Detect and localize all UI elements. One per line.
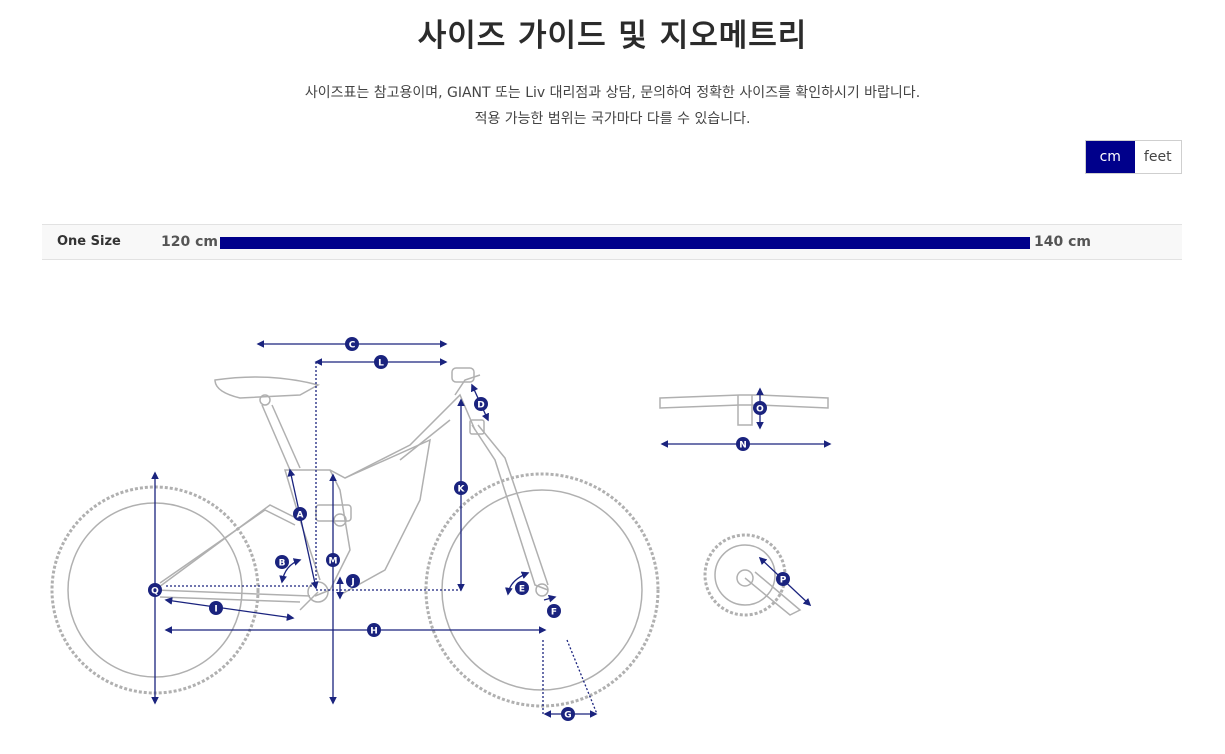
label-K: K	[454, 481, 468, 495]
svg-text:N: N	[739, 441, 747, 451]
size-min-height: 120 cm	[161, 234, 218, 250]
unit-feet-button[interactable]: feet	[1134, 141, 1181, 173]
label-O: O	[753, 401, 767, 415]
bike-illustration	[50, 367, 660, 708]
svg-text:Q: Q	[151, 587, 159, 597]
label-H: H	[367, 623, 381, 637]
svg-text:C: C	[349, 341, 356, 351]
label-N: N	[736, 437, 750, 451]
page-title: 사이즈 가이드 및 지오메트리	[417, 18, 808, 54]
size-range-row: One Size 120 cm 140 cm	[42, 224, 1182, 260]
size-max-height: 140 cm	[1034, 234, 1091, 250]
svg-text:G: G	[564, 711, 571, 721]
label-L: L	[374, 355, 388, 369]
svg-text:P: P	[780, 576, 787, 586]
unit-toggle: cm feet	[1085, 140, 1182, 174]
label-F: F	[547, 604, 561, 618]
label-J: J	[346, 574, 360, 588]
label-E: E	[515, 581, 529, 595]
notice-line-1: 사이즈표는 참고용이며, GIANT 또는 Liv 대리점과 상담, 문의하여 …	[304, 85, 921, 101]
svg-text:I: I	[214, 605, 217, 615]
label-A: A	[293, 507, 307, 521]
size-name: One Size	[57, 234, 121, 249]
svg-text:D: D	[477, 401, 484, 411]
svg-text:K: K	[458, 485, 466, 495]
handlebar-illustration	[659, 394, 829, 426]
svg-text:B: B	[279, 559, 286, 569]
label-P: P	[776, 572, 790, 586]
svg-text:A: A	[297, 511, 304, 521]
label-B: B	[275, 555, 289, 569]
unit-cm-button[interactable]: cm	[1086, 141, 1135, 173]
svg-text:E: E	[519, 585, 525, 595]
notice-line-2: 적용 가능한 범위는 국가마다 다를 수 있습니다.	[474, 111, 751, 127]
label-D: D	[474, 397, 488, 411]
svg-text:F: F	[551, 608, 557, 618]
label-G: G	[561, 707, 575, 721]
dimension-lines	[151, 340, 832, 718]
svg-text:L: L	[378, 359, 384, 369]
svg-text:O: O	[756, 405, 764, 415]
label-M: M	[326, 553, 340, 567]
dimension-labels: A B C D E F G H I J K L M N O P Q	[148, 337, 790, 721]
svg-text:M: M	[329, 557, 338, 567]
size-range-bar	[220, 237, 1030, 249]
label-C: C	[345, 337, 359, 351]
svg-text:H: H	[370, 627, 378, 637]
label-I: I	[209, 601, 223, 615]
svg-text:J: J	[350, 578, 354, 588]
label-Q: Q	[148, 583, 162, 597]
